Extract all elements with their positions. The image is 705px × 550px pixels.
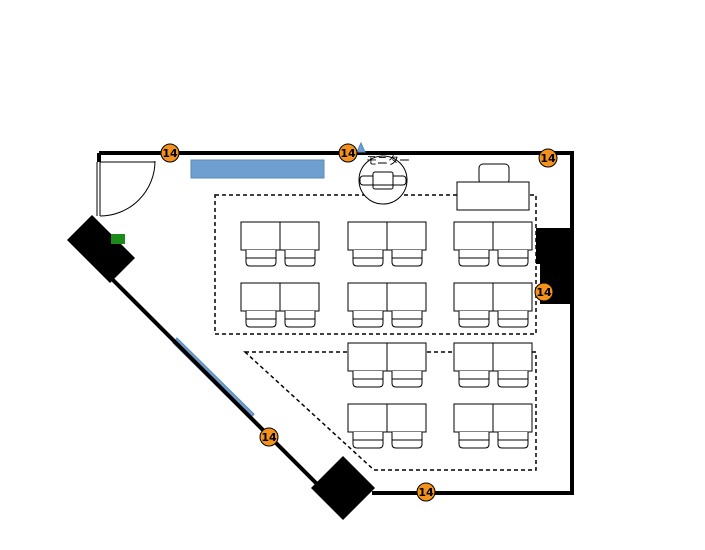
desk (453, 403, 494, 433)
outlet-marker-label: 14 (162, 147, 178, 160)
chair-icon (245, 311, 277, 328)
desk-group (453, 342, 533, 388)
desk (386, 403, 427, 433)
seating-zone-upper (214, 194, 537, 335)
monitor-label: モニター (366, 154, 410, 167)
desk (386, 342, 427, 372)
desk (453, 342, 494, 372)
wall-top (99, 151, 574, 495)
outlet-marker-label: 14 (418, 486, 434, 499)
chair-icon (284, 311, 316, 328)
chair-icon (458, 371, 490, 388)
desk-group (240, 282, 320, 328)
chair-icon (458, 311, 490, 328)
desk-group (453, 282, 533, 328)
desk-groups (240, 221, 533, 449)
chair-icon (352, 250, 384, 267)
desk (347, 342, 388, 372)
desk-group (347, 403, 427, 449)
chair-icon (497, 432, 529, 449)
chair-icon (352, 371, 384, 388)
desk (453, 221, 494, 251)
chair-icon (391, 432, 423, 449)
door-swing-icon[interactable] (96, 160, 156, 217)
desk-group (347, 282, 427, 328)
desk (279, 221, 320, 251)
desk (492, 282, 533, 312)
outlet-marker: 14 (538, 148, 558, 168)
chair-icon (497, 250, 529, 267)
chair-icon (497, 311, 529, 328)
desk-group (240, 221, 320, 267)
chair-icon (352, 432, 384, 449)
chair-icon (391, 371, 423, 388)
chair-icon (352, 311, 384, 328)
pillar-icon (311, 456, 375, 520)
walls (97, 151, 574, 495)
outlet-markers: 14 14 14 14 14 14 (160, 143, 558, 502)
desk (279, 282, 320, 312)
desk (453, 282, 494, 312)
desk (386, 282, 427, 312)
desk (347, 221, 388, 251)
desk-group (347, 221, 427, 267)
desk (492, 221, 533, 251)
window-top (190, 159, 325, 179)
outlet-marker-label: 14 (536, 286, 552, 299)
chair-icon (391, 311, 423, 328)
monitor-camera-icon (356, 141, 408, 205)
desk (492, 342, 533, 372)
desk (240, 221, 281, 251)
outlet-marker-label: 14 (340, 147, 356, 160)
desk (347, 403, 388, 433)
pillar-icon (536, 228, 572, 264)
desk-group (453, 403, 533, 449)
pillar-icon (67, 215, 135, 283)
desk (492, 403, 533, 433)
chair-icon (284, 250, 316, 267)
lectern-desk-icon (456, 163, 530, 211)
chair-icon (458, 250, 490, 267)
outlet-marker: 14 (259, 427, 279, 447)
desk-group (453, 221, 533, 267)
outlet-marker-label: 14 (540, 152, 556, 165)
outlet-marker-label: 14 (261, 431, 277, 444)
outlet-marker: 14 (338, 143, 358, 163)
chair-icon (245, 250, 277, 267)
chair-icon (458, 432, 490, 449)
desk (347, 282, 388, 312)
chair-icon (497, 371, 529, 388)
seating-zone-lower (243, 351, 537, 471)
desk (386, 221, 427, 251)
outlet-marker: 14 (534, 282, 554, 302)
desk (240, 282, 281, 312)
chair-icon (391, 250, 423, 267)
emergency-exit-icon (111, 234, 125, 244)
outlet-marker: 14 (160, 143, 180, 163)
wall-diagonal (107, 274, 320, 487)
outlet-marker: 14 (416, 482, 436, 502)
desk-group (347, 342, 427, 388)
